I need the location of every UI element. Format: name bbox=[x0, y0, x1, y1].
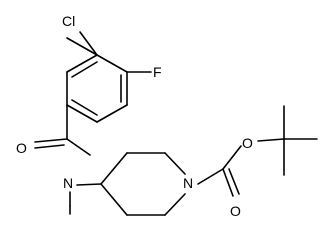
carbonyl-nitrogen-bond bbox=[66, 138, 91, 156]
fluorine-label: F bbox=[153, 64, 162, 80]
amide-oxygen-label: O bbox=[16, 140, 27, 156]
ring-bond-1 bbox=[66, 37, 98, 56]
amide-nitrogen-label: N bbox=[63, 175, 73, 191]
chlorine-label: Cl bbox=[62, 13, 75, 29]
piperidine-ring bbox=[100, 152, 186, 216]
pip-bond-3 bbox=[164, 152, 186, 175]
ring-bond-5 bbox=[66, 104, 98, 123]
ring-bond-2 bbox=[96, 54, 128, 73]
ester-tbutyl-bond bbox=[257, 138, 285, 142]
nitrogen-carbamate-bond bbox=[197, 168, 224, 185]
piperidine-nitrogen-label: N bbox=[183, 175, 193, 191]
ring-bond-4 bbox=[96, 104, 128, 123]
amide-carbonyl-double-bond-inner bbox=[34, 144, 65, 149]
amide-carbonyl-double-bond bbox=[34, 138, 68, 143]
ring-bond-7 bbox=[66, 54, 98, 73]
carbamate-carbonyl-double-bond-inner bbox=[228, 168, 240, 195]
carbamate-ester-bond bbox=[222, 145, 242, 170]
benzene-ring bbox=[66, 37, 128, 123]
pip-bond-1 bbox=[100, 152, 128, 185]
molecule-structure-diagram: Cl F O N N O O bbox=[16, 13, 318, 219]
pip-bond-4 bbox=[164, 193, 186, 216]
nitrogen-piperidine-bond bbox=[76, 183, 102, 186]
ring-double-bond-a bbox=[71, 61, 98, 78]
carbonyl-oxygen-label: O bbox=[230, 203, 241, 219]
ring-double-bond-c bbox=[71, 99, 98, 116]
pip-bond-6 bbox=[100, 183, 128, 216]
chlorine-bond bbox=[79, 31, 98, 56]
carbamate-carbonyl-double-bond bbox=[222, 168, 234, 197]
ester-oxygen-label: O bbox=[242, 135, 253, 151]
